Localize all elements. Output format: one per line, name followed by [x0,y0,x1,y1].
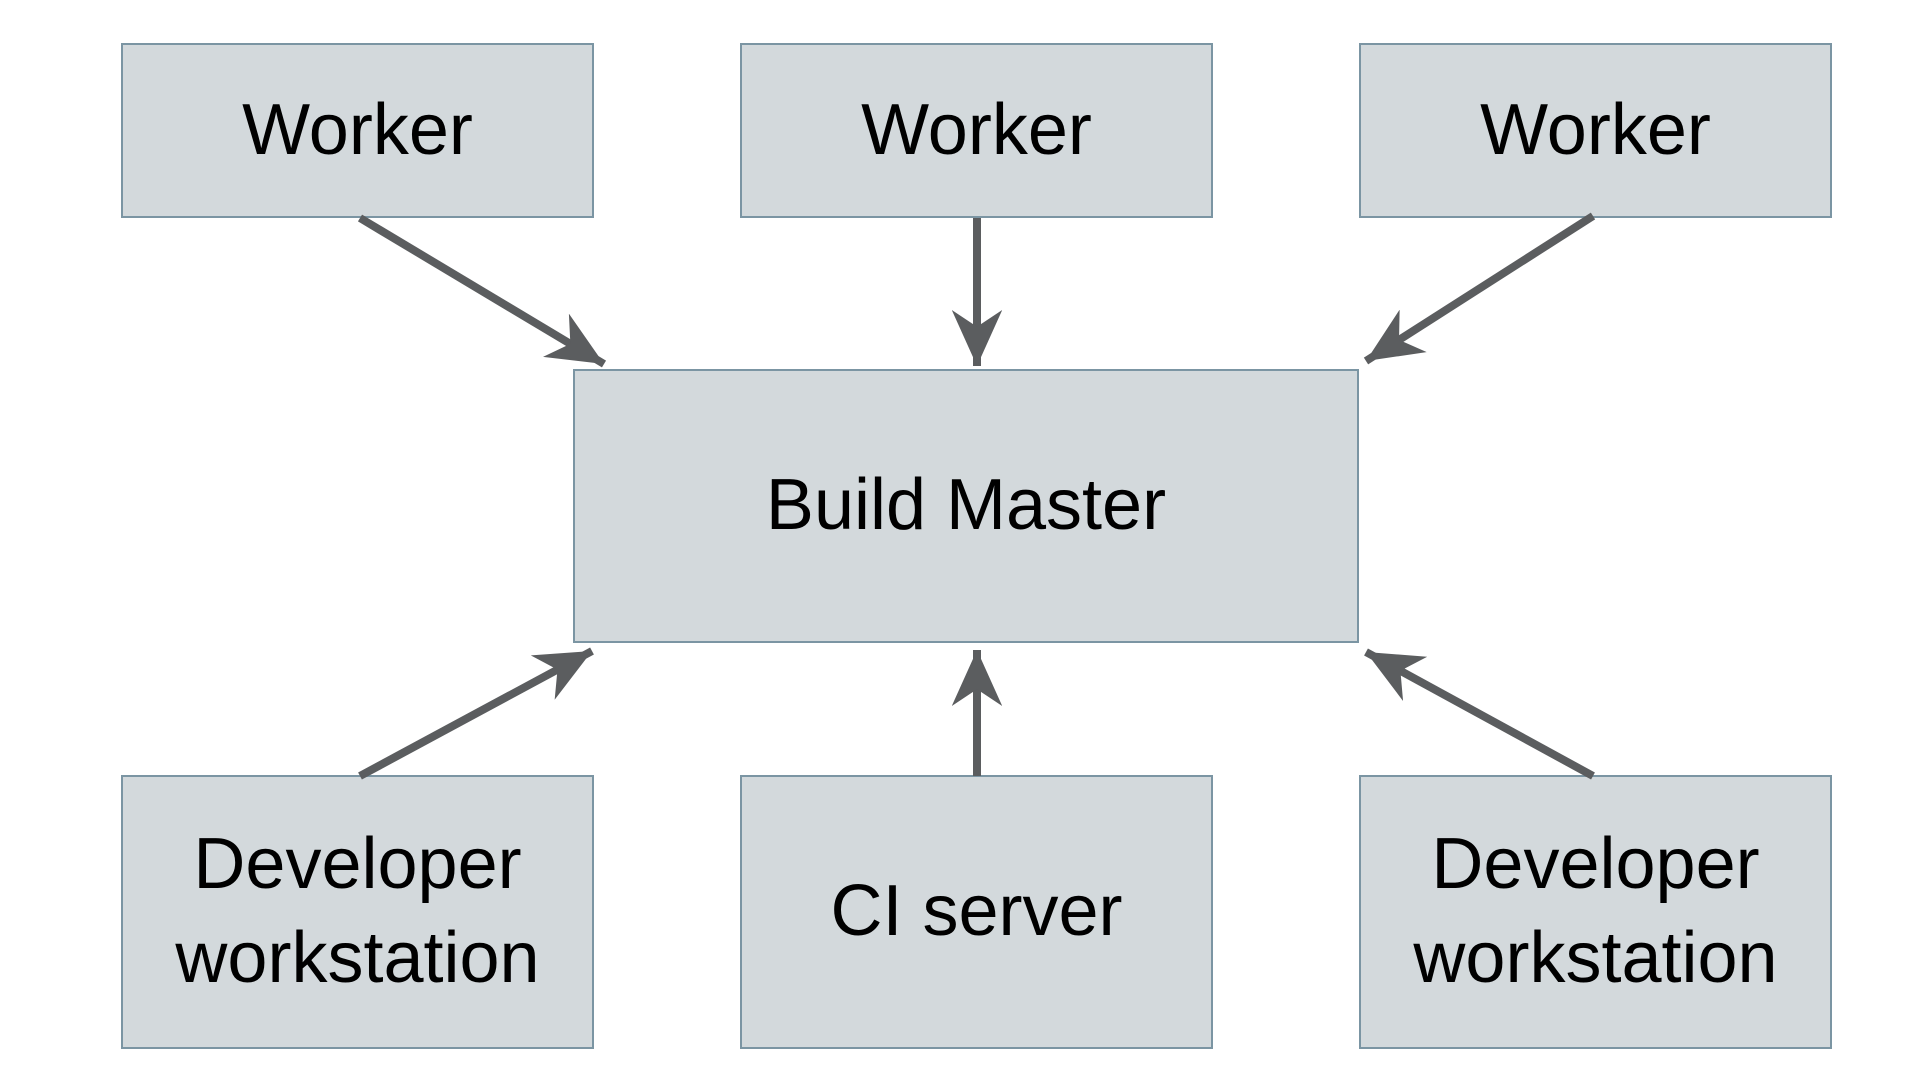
arrow-worker1-to-buildmaster [357,214,607,368]
arrow-devworkstation-left-to-buildmaster [358,647,594,780]
node-label: Developer workstation [175,824,540,998]
node-worker-top-right: Worker [1359,43,1832,218]
node-label: Developer workstation [1413,824,1778,998]
node-developer-workstation-right: Developer workstation [1359,775,1832,1049]
node-ci-server: CI server [740,775,1213,1049]
node-label: Worker [242,89,473,170]
arrow-worker3-to-buildmaster [1363,212,1596,365]
node-developer-workstation-left: Developer workstation [121,775,594,1049]
node-label: Worker [861,89,1092,170]
node-label: Worker [1480,89,1711,170]
node-label: Build Master [765,465,1167,546]
node-label: CI server [830,871,1123,952]
arrow-devworkstation-right-to-buildmaster [1364,648,1595,780]
node-worker-top-center: Worker [740,43,1213,218]
node-build-master: Build Master [573,369,1359,643]
node-worker-top-left: Worker [121,43,594,218]
